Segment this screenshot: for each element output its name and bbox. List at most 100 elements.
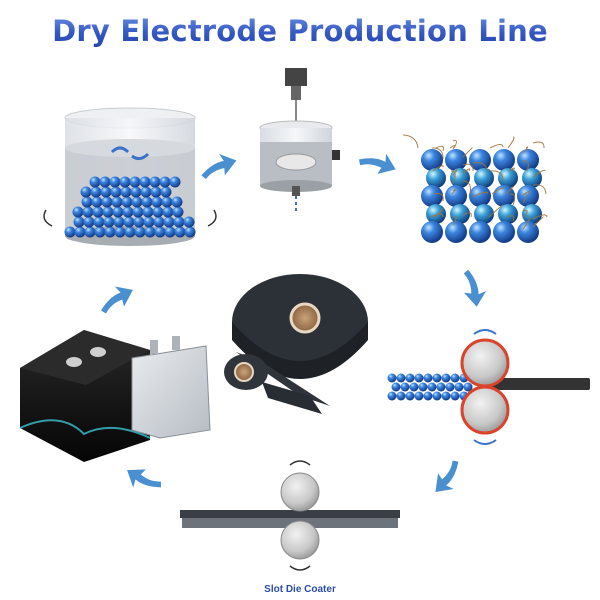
fibrillated-mixture <box>402 134 548 243</box>
particle <box>463 382 473 392</box>
particle <box>132 206 144 218</box>
particle-cluster <box>64 176 196 238</box>
particle <box>92 206 104 218</box>
particle <box>396 373 406 383</box>
particle <box>421 149 443 171</box>
particle <box>131 196 143 208</box>
particle <box>405 391 415 401</box>
flow-arrow-icon <box>427 456 470 500</box>
fiber <box>432 165 444 172</box>
particle <box>144 226 156 238</box>
calender-rolling <box>387 329 590 445</box>
fiber <box>451 188 456 195</box>
particle <box>426 168 446 188</box>
particle <box>469 149 491 171</box>
fiber <box>452 216 457 226</box>
fiber <box>506 215 515 222</box>
particle <box>80 186 92 198</box>
flow-arrow-icon <box>121 461 165 500</box>
particle <box>161 196 173 208</box>
flow-arrow-icon <box>196 149 240 183</box>
fiber <box>488 204 504 218</box>
particle <box>517 149 539 171</box>
particle <box>391 382 401 392</box>
fiber <box>462 212 472 218</box>
rotation-arrow-icon <box>43 209 217 227</box>
particle <box>91 196 103 208</box>
fiber <box>532 216 544 228</box>
particle <box>418 382 428 392</box>
particle <box>474 168 494 188</box>
particle <box>436 382 446 392</box>
fiber <box>509 193 516 206</box>
particle <box>109 176 121 188</box>
particle <box>64 226 76 238</box>
particle <box>469 221 491 243</box>
slot-die-coater <box>180 460 400 571</box>
fiber <box>434 208 444 218</box>
particle <box>172 206 184 218</box>
stirring-icon <box>110 146 150 161</box>
fiber <box>522 160 529 172</box>
particle <box>522 168 542 188</box>
particle <box>149 176 161 188</box>
particle <box>387 373 397 383</box>
particle <box>93 216 105 228</box>
fiber <box>490 170 504 182</box>
particle <box>84 226 96 238</box>
fiber <box>430 213 444 218</box>
flow-arrow-icon <box>460 267 489 309</box>
particle <box>159 176 171 188</box>
fiber <box>507 136 515 149</box>
particle <box>423 373 433 383</box>
particle <box>474 204 494 224</box>
particle <box>445 149 467 171</box>
particle <box>469 185 491 207</box>
particle <box>119 176 131 188</box>
particle <box>121 196 133 208</box>
particle <box>81 196 93 208</box>
fiber <box>449 145 456 150</box>
particle <box>423 391 433 401</box>
high-shear-mixer <box>259 68 340 212</box>
fiber <box>450 170 456 184</box>
particle <box>421 185 443 207</box>
flow-arrow-icon <box>94 279 138 318</box>
fiber <box>489 144 504 149</box>
fiber <box>435 145 444 152</box>
particle <box>387 391 397 401</box>
fiber <box>462 147 473 158</box>
fiber <box>532 141 545 149</box>
particle <box>130 186 142 198</box>
particle <box>427 382 437 392</box>
fiber <box>462 168 471 174</box>
particle <box>522 204 542 224</box>
particle <box>152 206 164 218</box>
flow-arrow-icon <box>356 146 400 179</box>
particle <box>99 176 111 188</box>
particle <box>94 226 106 238</box>
page-title: Dry Electrode Production Line <box>0 14 600 48</box>
particle <box>153 216 165 228</box>
fiber <box>472 162 488 172</box>
particle <box>90 186 102 198</box>
particle <box>124 226 136 238</box>
particle <box>450 391 460 401</box>
particle <box>111 196 123 208</box>
fiber <box>505 186 514 195</box>
fiber <box>472 191 489 198</box>
particle <box>414 391 424 401</box>
particle <box>432 373 442 383</box>
particle <box>120 186 132 198</box>
particle <box>409 382 419 392</box>
particle <box>162 206 174 218</box>
particle <box>169 176 181 188</box>
particle <box>421 221 443 243</box>
particle <box>445 221 467 243</box>
particle <box>140 186 152 198</box>
particle <box>114 226 126 238</box>
battery-cells <box>19 330 211 462</box>
fiber <box>508 167 515 172</box>
fiber <box>462 163 474 172</box>
particle <box>102 206 114 218</box>
